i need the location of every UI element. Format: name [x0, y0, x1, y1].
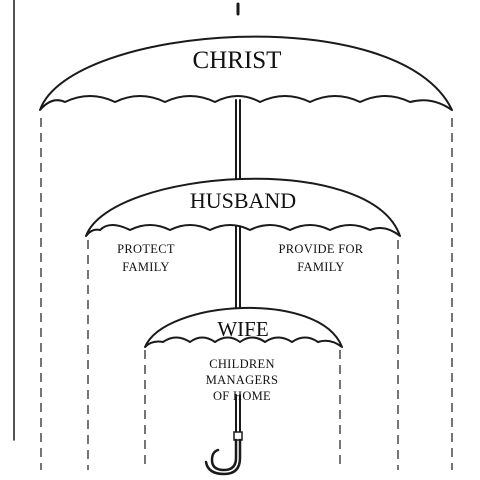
umbrella-shaft [233, 2, 243, 441]
husband-umbrella-canopy [85, 177, 401, 237]
wife-coverage-lines [144, 350, 341, 470]
umbrella-handle [210, 438, 238, 472]
wife-label: WIFE [217, 317, 268, 341]
husband-role-right-line-1: PROVIDE FOR [279, 242, 364, 256]
wife-umbrella-canopy [144, 306, 343, 348]
husband-role-left-line-2: FAMILY [122, 260, 170, 274]
husband-role-left-line-1: PROTECT [117, 242, 175, 256]
husband-label: HUSBAND [190, 188, 296, 213]
husband-role-right-line-2: FAMILY [297, 260, 345, 274]
christ-umbrella-canopy [39, 35, 453, 111]
wife-role-line-1: CHILDREN [209, 357, 275, 371]
wife-role-line-2: MANAGERS [206, 373, 279, 387]
wife-role-line-3: OF HOME [213, 389, 271, 403]
christ-coverage-lines [40, 118, 453, 470]
husband-coverage-lines [87, 240, 399, 470]
christ-label: CHRIST [193, 47, 282, 74]
